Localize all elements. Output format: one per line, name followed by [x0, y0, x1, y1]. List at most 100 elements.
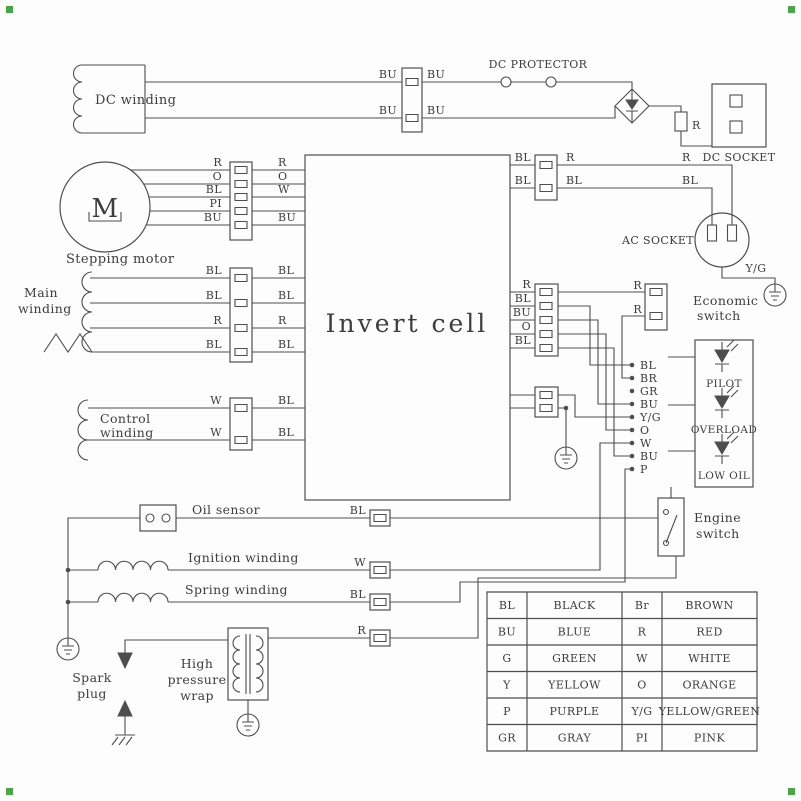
ignition-winding-label: Ignition winding: [188, 550, 299, 565]
wire-label: BL: [682, 174, 698, 187]
legend-cell: GREEN: [552, 652, 597, 665]
ground-symbol-mid: [554, 446, 578, 470]
oil-sensor-symbol: [139, 504, 177, 532]
hp-wrap-label-2: pressure: [168, 672, 227, 687]
dc-protector-label: DC PROTECTOR: [489, 58, 588, 71]
wire-label: BL: [566, 174, 582, 187]
overload-label: OVERLOAD: [691, 424, 757, 436]
terminal-label: W: [640, 437, 652, 450]
wire-label: BL: [278, 264, 294, 277]
wire-label: W: [210, 394, 222, 407]
yg-ground-label: Y/G: [745, 262, 767, 275]
wire-label: R: [682, 151, 691, 164]
spring-winding-symbol: [97, 592, 169, 603]
wire-label: O: [213, 170, 222, 183]
ac-socket-wires: [510, 164, 776, 284]
corner-marker: [6, 6, 13, 13]
wire-label: BU: [204, 211, 222, 224]
pilot-led-icon: [714, 339, 739, 372]
terminal-label: BU: [640, 398, 658, 411]
main-winding-wires: [90, 277, 305, 353]
wire-label: R: [213, 156, 222, 169]
legend-cell: O: [637, 679, 646, 692]
rectifier-diode-symbol: [614, 88, 650, 124]
terminal-label: BL: [640, 359, 656, 372]
terminal-label: BU: [640, 450, 658, 463]
wire-label: W: [278, 183, 290, 196]
wire-label: PI: [209, 197, 222, 210]
legend-cell: GRAY: [558, 732, 592, 745]
corner-marker: [6, 788, 13, 795]
legend-cell: PURPLE: [550, 705, 600, 718]
stepping-motor-symbol: [59, 161, 151, 253]
stepping-motor-wires: [131, 169, 305, 226]
dc-protector-symbol: [500, 76, 557, 88]
wire-label: R: [278, 314, 287, 327]
control-winding-wires: [88, 407, 305, 441]
wire-label: BL: [278, 426, 294, 439]
wire-label: BL: [515, 292, 531, 305]
spring-winding-label: Spring winding: [185, 582, 288, 597]
terminal-label: O: [640, 424, 649, 437]
wire-label: BU: [427, 104, 445, 117]
wire-label: BL: [206, 264, 222, 277]
legend-cell: ORANGE: [682, 679, 736, 692]
legend-cell: RED: [696, 626, 722, 639]
legend-cell: GR: [498, 732, 516, 745]
legend-cell: P: [503, 705, 511, 718]
invert-cell-box: [304, 154, 511, 501]
connectors: [229, 67, 668, 647]
legend-cell: YELLOW/GREEN: [658, 705, 761, 718]
dc-circuit-wires: [145, 81, 712, 147]
spark-plug-symbol: [111, 652, 135, 746]
corner-marker: [788, 788, 795, 795]
overload-led-icon: [714, 385, 739, 418]
hp-wrap-label-1: High: [181, 656, 214, 671]
resistor-symbol: [674, 111, 688, 132]
legend-cell: R: [638, 626, 647, 639]
wire-label: BL: [350, 588, 366, 601]
hp-wrap-label-3: wrap: [180, 688, 214, 703]
connector-pins: [234, 77, 663, 643]
indicator-panel: [694, 339, 754, 488]
main-winding-label-2: winding: [18, 301, 72, 316]
terminal-label: BR: [640, 372, 657, 385]
wire-label: O: [522, 320, 531, 333]
wire-label: W: [354, 556, 366, 569]
spark-plug-label-2: plug: [77, 686, 107, 701]
legend-cell: PI: [636, 732, 649, 745]
economic-switch-label-1: Economic: [693, 293, 758, 308]
control-winding-symbol: [77, 399, 89, 461]
terminal-dots: [65, 362, 635, 605]
high-pressure-wrap-symbol: [227, 627, 269, 701]
bottom-section-wires: [67, 442, 677, 735]
wire-label: BL: [350, 504, 366, 517]
corner-markers: [6, 6, 795, 795]
control-winding-label-1: Control: [100, 411, 150, 426]
wire-label: BL: [515, 174, 531, 187]
motor-letter: M: [91, 194, 118, 224]
wire-label: R: [522, 278, 531, 291]
legend-cell: Br: [635, 599, 649, 612]
legend-table: BL BLACK Br BROWN BU BLUE R RED G GREEN …: [498, 599, 760, 745]
stepping-motor-label: Stepping motor: [66, 252, 175, 267]
wire-label: O: [278, 170, 287, 183]
legend-cell: PINK: [694, 732, 726, 745]
dc-socket-symbol: [711, 83, 767, 148]
engine-switch-label-2: switch: [696, 526, 740, 541]
resistor-label: R: [692, 119, 701, 132]
pilot-label: PILOT: [706, 378, 742, 390]
wire-label: R: [633, 303, 642, 316]
control-winding-label-2: winding: [100, 425, 154, 440]
ignition-winding-symbol: [97, 560, 169, 571]
wire-label: W: [210, 426, 222, 439]
terminal-label: Y/G: [639, 411, 661, 424]
engine-switch-symbol: [657, 497, 685, 557]
wire-label: BL: [515, 334, 531, 347]
legend-cell: Y: [502, 679, 511, 692]
wire-label: BL: [278, 394, 294, 407]
wire-label: R: [278, 156, 287, 169]
wire-label: R: [357, 624, 366, 637]
wire-label: BL: [278, 289, 294, 302]
wire-label: BU: [278, 211, 296, 224]
